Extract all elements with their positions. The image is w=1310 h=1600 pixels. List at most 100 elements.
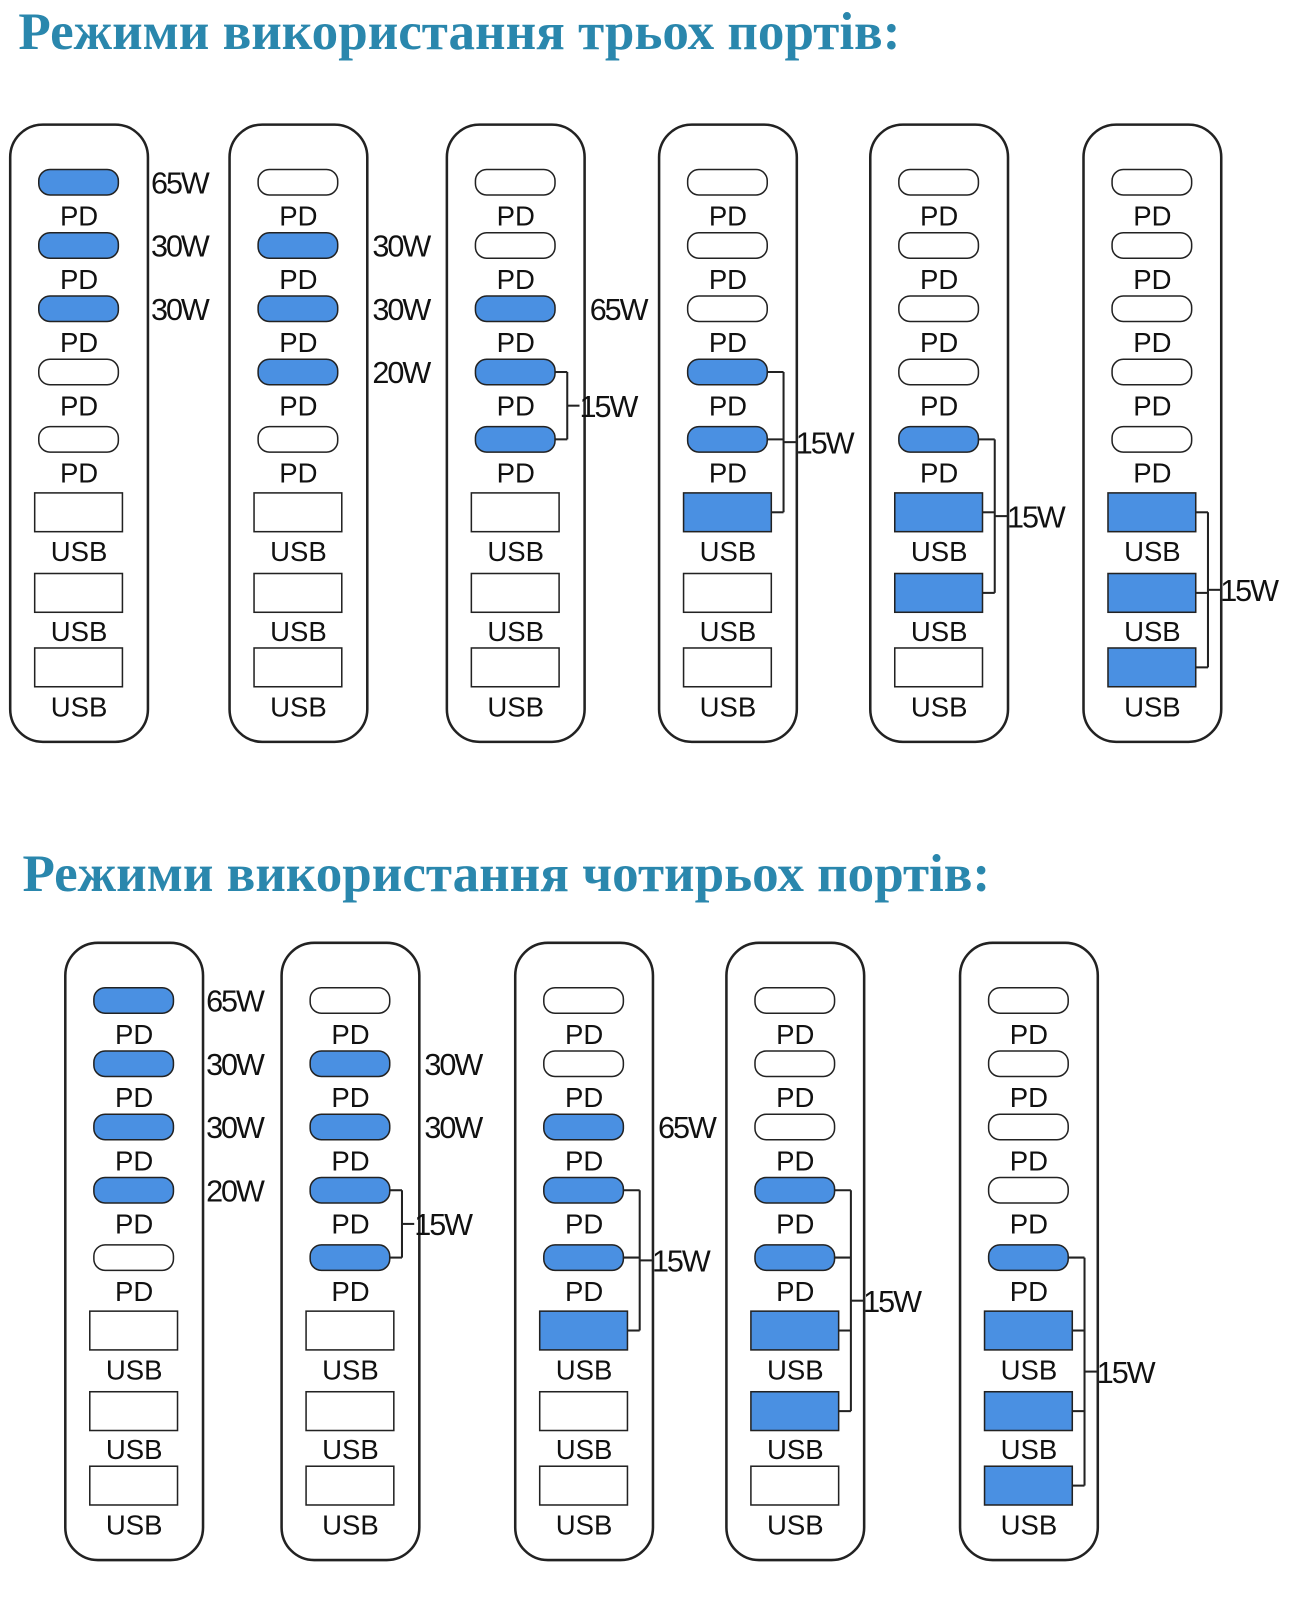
usb-c-port (1111, 358, 1193, 386)
port-label: USB (1124, 616, 1181, 647)
port-label: USB (700, 536, 757, 567)
port-label: PD (497, 264, 535, 295)
port-label: PD (776, 1019, 814, 1050)
usb-c-port-active (898, 425, 980, 453)
port-label: USB (556, 1355, 613, 1386)
wattage-label: 30W (151, 230, 210, 264)
wattage-label: 65W (590, 293, 649, 327)
shared-power-bracket (834, 1189, 864, 1413)
usb-c-port-active (309, 1113, 391, 1141)
shared-power-bracket (555, 370, 580, 441)
usb-a-port-active (893, 572, 984, 614)
usb-c-port-active (257, 295, 339, 323)
usb-a-port-active (750, 1310, 840, 1351)
usb-c-port-active (309, 1244, 391, 1272)
usb-c-port (987, 1050, 1069, 1078)
port-label: PD (497, 327, 535, 358)
port-label: PD (279, 390, 317, 421)
port-label: USB (1124, 691, 1181, 722)
usb-c-port-active (38, 231, 120, 260)
wattage-label: 20W (372, 356, 431, 390)
usb-c-port (987, 1176, 1069, 1204)
shared-power-bracket (1068, 1256, 1097, 1487)
usb-c-port (543, 986, 625, 1014)
usb-c-port-active (38, 295, 120, 323)
usb-a-port (893, 647, 984, 688)
usb-c-port-active (93, 986, 175, 1014)
port-label: PD (60, 390, 98, 421)
shared-power-bracket (1195, 511, 1221, 669)
wattage-label: 65W (658, 1111, 717, 1145)
section-title: Режими використання чотирьох портів: (22, 845, 990, 903)
usb-a-port (470, 492, 560, 533)
port-label: PD (115, 1145, 153, 1176)
wattage-label: 30W (424, 1048, 483, 1082)
port-label: PD (776, 1145, 814, 1176)
usb-c-port (309, 986, 391, 1014)
usb-a-port (253, 572, 343, 614)
port-label: PD (565, 1145, 603, 1176)
usb-c-port (754, 986, 836, 1014)
usb-c-port-active (686, 358, 768, 386)
usb-c-port (987, 1113, 1069, 1141)
usb-c-port (257, 425, 339, 453)
port-label: USB (270, 536, 327, 567)
usb-c-port (1111, 231, 1193, 260)
usb-c-port (1111, 425, 1193, 453)
port-label: PD (331, 1145, 369, 1176)
port-label: PD (115, 1209, 153, 1240)
port-label: PD (920, 264, 958, 295)
port-label: PD (709, 201, 747, 232)
shared-power-bracket (767, 370, 796, 514)
usb-a-port (538, 1465, 629, 1506)
shared-wattage-label: 15W (652, 1245, 711, 1279)
port-label: PD (920, 201, 958, 232)
port-label: PD (60, 327, 98, 358)
usb-a-port (89, 1465, 179, 1506)
usb-a-port-active (1107, 647, 1197, 688)
port-label: PD (60, 201, 98, 232)
port-label: USB (556, 1510, 613, 1541)
shared-wattage-label: 15W (796, 426, 855, 460)
usb-c-port (898, 358, 980, 386)
wattage-label: 30W (372, 230, 431, 264)
usb-c-port-active (686, 425, 768, 453)
wattage-label: 30W (424, 1111, 483, 1145)
port-label: PD (565, 1082, 603, 1113)
usb-c-port (754, 1050, 836, 1078)
usb-c-port-active (543, 1176, 625, 1204)
usb-c-port (93, 1244, 175, 1272)
shared-wattage-label: 15W (863, 1285, 922, 1319)
usb-c-port-active (257, 358, 339, 386)
port-label: PD (1010, 1019, 1048, 1050)
section-title: Режими використання трьох портів: (18, 3, 900, 61)
usb-c-port-active (754, 1176, 836, 1204)
usb-a-port (305, 1390, 395, 1432)
usb-c-port (38, 358, 120, 386)
port-label: USB (322, 1434, 379, 1465)
port-label: PD (920, 327, 958, 358)
usb-c-port-active (474, 358, 556, 386)
wattage-label: 30W (372, 293, 431, 327)
usb-a-port (682, 572, 773, 614)
port-label: USB (700, 691, 757, 722)
port-label: PD (1133, 458, 1171, 489)
port-label: USB (51, 616, 108, 647)
usb-a-port-active (682, 492, 773, 533)
port-label: PD (331, 1082, 369, 1113)
port-label: PD (709, 458, 747, 489)
shared-power-bracket (389, 1189, 415, 1259)
port-label: USB (487, 536, 544, 567)
usb-c-port-active (309, 1176, 391, 1204)
wattage-label: 65W (206, 985, 265, 1019)
port-label: PD (1133, 264, 1171, 295)
usb-c-port-active (754, 1244, 836, 1272)
usb-a-port-active (983, 1465, 1074, 1506)
wattage-label: 30W (206, 1111, 265, 1145)
wattage-label: 30W (151, 293, 210, 327)
usb-c-port (987, 986, 1069, 1014)
usb-a-port (89, 1310, 179, 1351)
